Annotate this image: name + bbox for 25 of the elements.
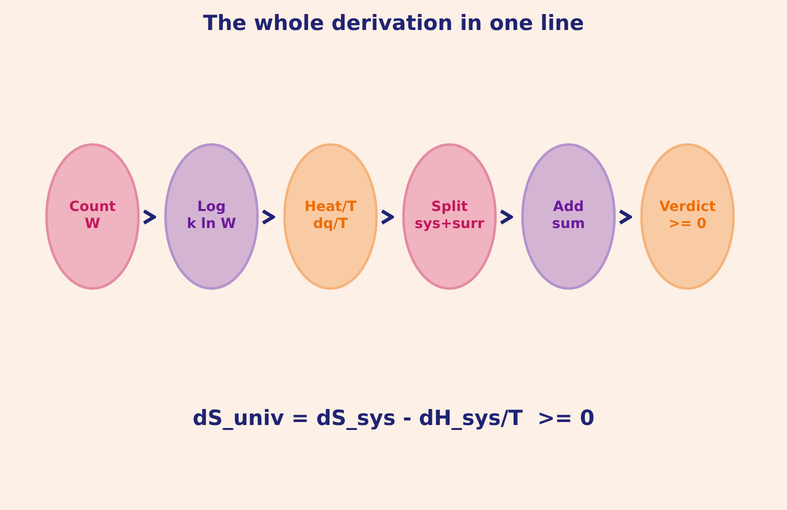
node-label: Log [197,199,226,216]
arrow [498,209,513,225]
node-label: W [84,216,100,233]
process-ellipse [521,143,616,290]
arrow [141,209,156,225]
node-label: dq/T [313,216,348,233]
node-label: sys+surr [414,216,484,233]
process-ellipse [164,143,259,290]
node-label: Heat/T [304,199,356,216]
arrow [260,209,275,225]
process-ellipse [283,143,378,290]
process-ellipse [45,143,140,290]
arrow [379,209,394,225]
node-label: sum [552,216,585,233]
node-label: Add [553,199,584,216]
node-label: Split [431,199,468,216]
title: The whole derivation in one line [203,11,584,35]
arrow [617,209,632,225]
node-label: Verdict [659,199,716,216]
equation: dS_univ = dS_sys - dH_sys/T >= 0 [192,406,594,430]
process-ellipse [402,143,497,290]
node-label: Count [69,199,116,216]
node-label: >= 0 [668,216,707,233]
process-ellipse [640,143,735,290]
node-label: k ln W [186,216,236,233]
